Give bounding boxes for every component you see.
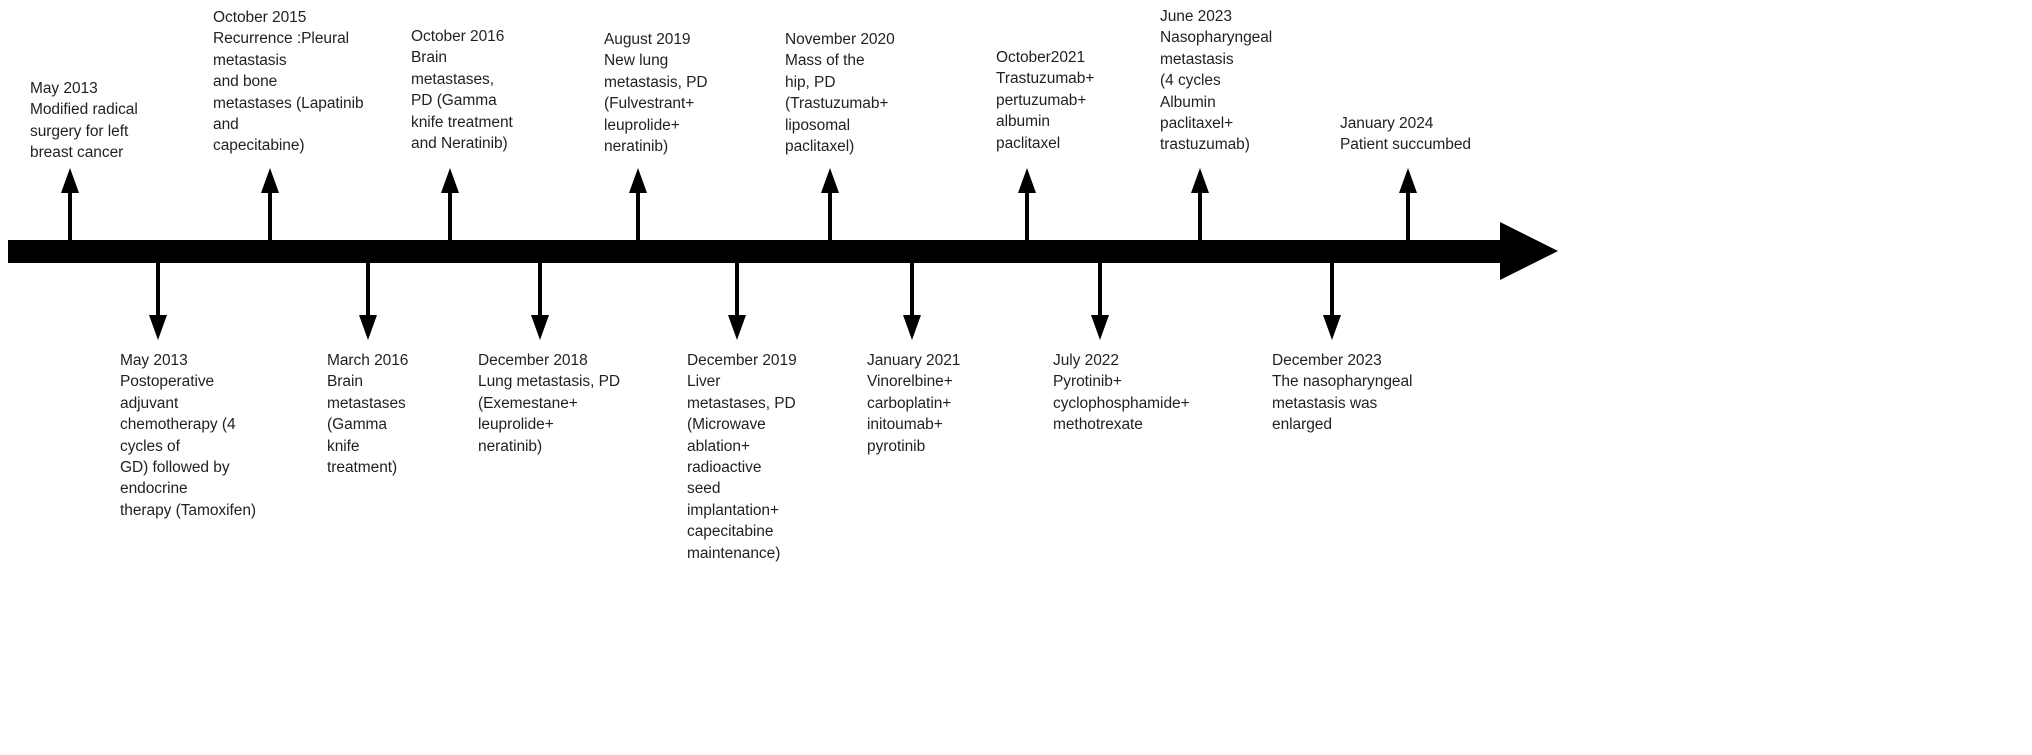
- timeline-event-label: May 2013 Modified radical surgery for le…: [30, 80, 138, 162]
- timeline-event-label: June 2023 Nasopharyngeal metastasis (4 c…: [1160, 8, 1273, 154]
- arrow-stem: [735, 263, 739, 316]
- timeline-event-label: January 2024 Patient succumbed: [1340, 115, 1471, 154]
- timeline-event-label: December 2023 The nasopharyngeal metasta…: [1272, 352, 1413, 434]
- arrow-head-up-icon: [1399, 168, 1417, 193]
- timeline-event-label: October2021 Trastuzumab+ pertuzumab+ alb…: [996, 49, 1095, 152]
- arrow-head-up-icon: [629, 168, 647, 193]
- timeline-direction-arrow-icon: [1500, 222, 1558, 280]
- timeline-event-label: March 2016 Brain metastases (Gamma knife…: [327, 352, 409, 477]
- arrow-stem: [538, 263, 542, 316]
- arrow-head-down-icon: [149, 315, 167, 340]
- arrow-stem: [268, 186, 272, 246]
- timeline-event-label: November 2020 Mass of the hip, PD (Trast…: [785, 31, 895, 156]
- arrow-head-up-icon: [261, 168, 279, 193]
- arrow-head-down-icon: [903, 315, 921, 340]
- arrow-head-up-icon: [1191, 168, 1209, 193]
- timeline-event-label: January 2021 Vinorelbine+ carboplatin+ i…: [867, 352, 961, 455]
- arrow-stem: [1098, 263, 1102, 316]
- arrow-head-down-icon: [728, 315, 746, 340]
- arrow-stem: [828, 186, 832, 246]
- arrow-stem: [1406, 186, 1410, 246]
- arrow-stem: [636, 186, 640, 246]
- arrow-head-up-icon: [1018, 168, 1036, 193]
- arrow-head-up-icon: [61, 168, 79, 193]
- arrow-stem: [156, 263, 160, 316]
- arrow-stem: [1025, 186, 1029, 246]
- timeline-event-label: October 2016 Brain metastases, PD (Gamma…: [411, 28, 513, 153]
- timeline-event-label: December 2018 Lung metastasis, PD (Exeme…: [478, 352, 621, 455]
- arrow-stem: [910, 263, 914, 316]
- timeline-event-label: August 2019 New lung metastasis, PD (Ful…: [604, 31, 708, 156]
- timeline-event-label: December 2019 Liver metastases, PD (Micr…: [687, 352, 797, 562]
- arrow-head-down-icon: [531, 315, 549, 340]
- arrow-stem: [448, 186, 452, 246]
- arrow-stem: [68, 186, 72, 246]
- arrow-stem: [1330, 263, 1334, 316]
- timeline-axis: [0, 222, 2032, 280]
- arrow-stem: [1198, 186, 1202, 246]
- timeline-bar: [8, 240, 1508, 263]
- timeline-event-label: May 2013 Postoperative adjuvant chemothe…: [120, 352, 257, 519]
- arrow-head-down-icon: [359, 315, 377, 340]
- arrow-head-down-icon: [1323, 315, 1341, 340]
- arrow-head-down-icon: [1091, 315, 1109, 340]
- arrow-head-up-icon: [441, 168, 459, 193]
- arrow-head-up-icon: [821, 168, 839, 193]
- timeline-event-label: July 2022 Pyrotinib+ cyclophosphamide+ m…: [1053, 352, 1190, 434]
- arrow-stem: [366, 263, 370, 316]
- timeline-event-label: October 2015 Recurrence :Pleural metasta…: [213, 9, 364, 155]
